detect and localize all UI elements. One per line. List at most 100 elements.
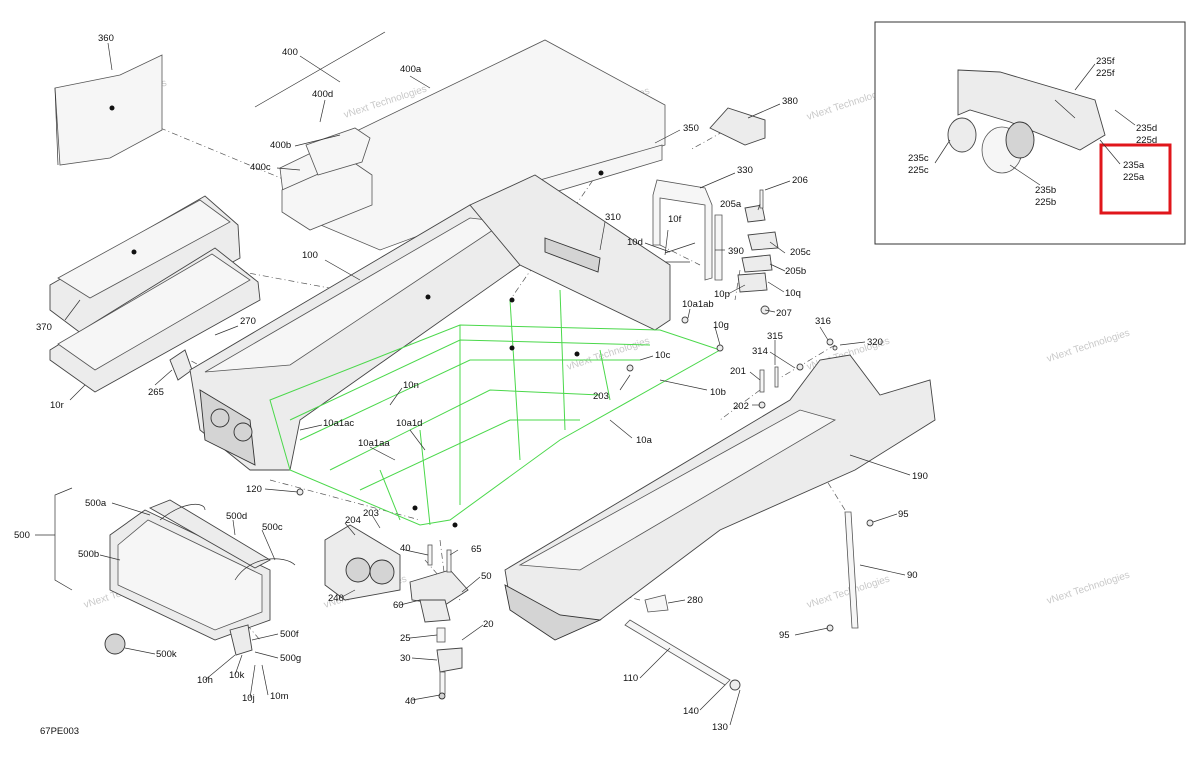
label-315: 315 [767, 331, 783, 342]
label-30: 30 [400, 653, 411, 664]
label-207: 207 [776, 308, 792, 319]
label-10b: 10b [710, 387, 726, 398]
label-500a: 500a [85, 498, 107, 509]
part-240-light-bracket [324, 524, 401, 601]
label-65: 65 [471, 544, 482, 555]
watermark: vNext Technologies [1046, 328, 1132, 365]
watermark: vNext Technologies [806, 574, 892, 611]
part-280-plate [644, 594, 669, 613]
label-10r: 10r [50, 400, 64, 411]
label-204: 204 [345, 515, 361, 526]
label-10d: 10d [627, 237, 643, 248]
label-400: 400 [282, 47, 298, 58]
label-314: 314 [752, 346, 768, 357]
label-95-bottom: 95 [779, 630, 790, 641]
label-270: 270 [240, 316, 256, 327]
part-380-plate [709, 107, 766, 146]
label-225d: 225d [1136, 135, 1157, 146]
label-10q: 10q [785, 288, 801, 299]
part-310-rear-wall [469, 174, 671, 331]
label-380: 380 [782, 96, 798, 107]
label-201: 201 [730, 366, 746, 377]
label-500f: 500f [280, 629, 299, 640]
part-110-rod [624, 619, 741, 691]
part-400-floor-panel [254, 31, 666, 251]
label-10k: 10k [229, 670, 245, 681]
label-110: 110 [623, 673, 638, 684]
label-240: 240 [328, 593, 344, 604]
label-500b: 500b [78, 549, 99, 560]
label-50: 50 [481, 571, 492, 582]
part-100-cargo-box [189, 204, 521, 471]
part-90-gas-strut [844, 511, 859, 629]
label-225f: 225f [1096, 68, 1115, 79]
label-205c: 205c [790, 247, 811, 258]
label-10m: 10m [270, 691, 289, 702]
label-265: 265 [148, 387, 164, 398]
label-205b: 205b [785, 266, 806, 277]
label-40-bottom: 40 [405, 696, 416, 707]
part-360-panel [54, 54, 163, 166]
label-280: 280 [687, 595, 703, 606]
label-390: 390 [728, 246, 744, 257]
label-400b: 400b [270, 140, 291, 151]
highlight-box [1099, 143, 1172, 215]
label-120: 120 [246, 484, 262, 495]
label-205a: 205a [720, 199, 742, 210]
part-10a-frame-green [269, 289, 722, 526]
part-latch-hardware [409, 544, 469, 700]
label-400a: 400a [400, 64, 422, 75]
part-370-skid-plate [49, 195, 261, 393]
label-203-top: 203 [593, 391, 609, 402]
label-235b: 235b [1035, 185, 1056, 196]
label-95-top: 95 [898, 509, 909, 520]
label-40-top: 40 [400, 543, 411, 554]
label-10a1d: 10a1d [396, 418, 422, 429]
label-225c: 225c [908, 165, 929, 176]
label-370: 370 [36, 322, 52, 333]
label-10n: 10n [403, 380, 419, 391]
watermark: vNext Technologies [1046, 570, 1132, 607]
label-500c: 500c [262, 522, 283, 533]
label-10a1ac: 10a1ac [323, 418, 354, 429]
label-10a1ab: 10a1ab [682, 299, 714, 310]
label-310: 310 [605, 212, 621, 223]
label-140: 140 [683, 706, 699, 717]
label-202: 202 [733, 401, 749, 412]
location-dots [109, 105, 604, 528]
label-500k: 500k [156, 649, 177, 660]
label-130: 130 [712, 722, 728, 733]
label-10c: 10c [655, 350, 671, 361]
part-190-side-rail [504, 354, 936, 641]
label-360: 360 [98, 33, 114, 44]
label-10a: 10a [636, 435, 653, 446]
label-500d: 500d [226, 511, 247, 522]
label-10j: 10j [242, 693, 255, 704]
label-60: 60 [393, 600, 404, 611]
label-10a1aa: 10a1aa [358, 438, 390, 449]
label-100: 100 [302, 250, 318, 261]
label-316: 316 [815, 316, 831, 327]
label-400d: 400d [312, 89, 333, 100]
part-labels: 360 400 400a 400d 400b 400c 380 350 330 … [14, 33, 1157, 733]
part-500-tailgate [54, 487, 296, 656]
label-400c: 400c [250, 162, 271, 173]
label-190: 190 [912, 471, 928, 482]
label-90: 90 [907, 570, 918, 581]
label-225a: 225a [1123, 172, 1145, 183]
label-10f: 10f [668, 214, 682, 225]
label-206: 206 [792, 175, 808, 186]
label-203-bottom: 203 [363, 508, 379, 519]
label-235c: 235c [908, 153, 929, 164]
label-235d: 235d [1136, 123, 1157, 134]
label-330: 330 [737, 165, 753, 176]
inset-light-detail [874, 21, 1186, 245]
label-350: 350 [683, 123, 699, 134]
diagram-id: 67PE003 [40, 726, 79, 737]
label-320: 320 [867, 337, 883, 348]
label-235f: 235f [1096, 56, 1115, 67]
label-500g: 500g [280, 653, 301, 664]
label-500: 500 [14, 530, 30, 541]
part-small-fasteners [296, 316, 874, 632]
